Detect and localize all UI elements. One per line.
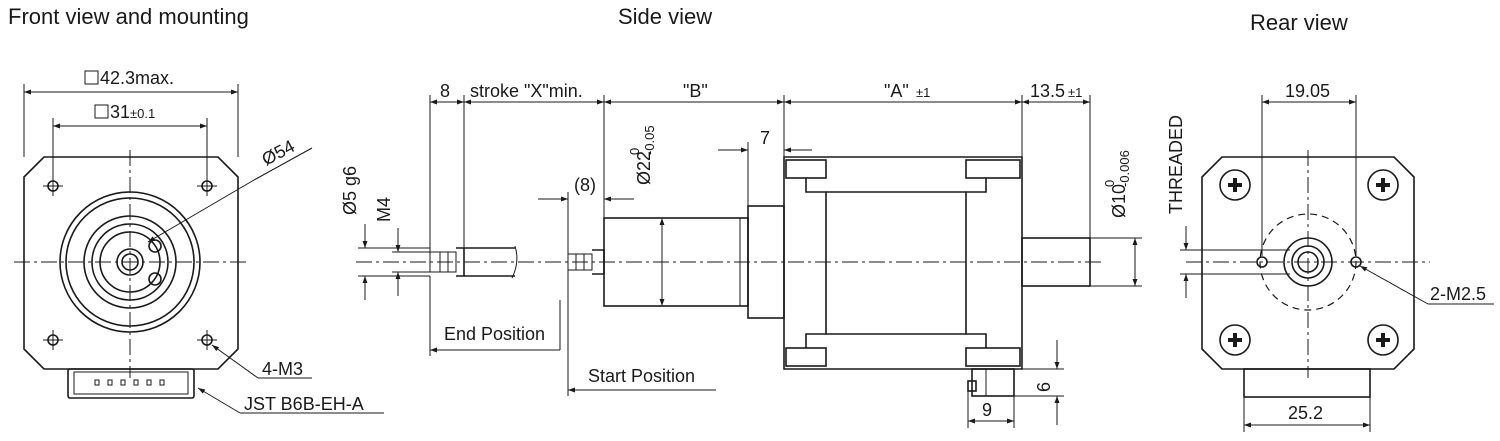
rear-threaded-label: THREADED <box>1166 115 1186 214</box>
flange-circle-inner <box>65 197 195 327</box>
side-dim-13: 13.5 <box>1030 81 1065 101</box>
front-dim-inner-tol: ±0.1 <box>130 106 155 121</box>
side-dim-8p: (8) <box>574 175 596 195</box>
front-dim-inner: 31 <box>110 102 130 122</box>
side-dim-9: 9 <box>982 400 992 420</box>
flange-circle-outer <box>59 191 201 333</box>
front-dim-outer: 42.3max. <box>100 68 174 88</box>
side-dim-8: 8 <box>440 81 450 101</box>
side-screw-end-position <box>429 245 518 279</box>
front-connector-label: JST B6B-EH-A <box>244 394 364 414</box>
side-rear-shaft <box>1021 237 1091 287</box>
rear-view-title: Rear view <box>1250 10 1348 35</box>
side-dim-d5: Ø5 g6 <box>340 166 360 215</box>
side-start-position: Start Position <box>588 366 695 386</box>
rear-body-outline <box>1201 156 1415 370</box>
front-dim-diameter: Ø54 <box>258 136 297 170</box>
side-dim-6: 6 <box>1034 382 1054 392</box>
front-holes-label: 4-M3 <box>262 359 303 379</box>
side-dim-d22: Ø22 <box>634 151 654 185</box>
shaft-core <box>121 253 139 271</box>
rear-shaft-inner <box>1297 251 1319 273</box>
side-connector <box>967 368 1015 397</box>
side-dim-a-tol: ±1 <box>916 85 930 100</box>
rear-view: 19.05 THREADED 2-M2.5 25.2 <box>1166 81 1494 432</box>
side-end-position: End Position <box>444 324 545 344</box>
rear-holes-label: 2-M2.5 <box>1430 284 1486 304</box>
rear-screws <box>1219 169 1399 356</box>
boss-circle-mid <box>91 223 169 301</box>
side-dim-a: "A" <box>884 81 909 101</box>
rear-dim-1905: 19.05 <box>1285 81 1330 101</box>
side-dim-b: "B" <box>683 81 708 101</box>
side-dim-d22-tol-up: 0 <box>627 148 642 155</box>
side-dim-7: 7 <box>760 128 770 148</box>
rear-pitch-circle <box>1259 213 1357 311</box>
side-dim-stroke: stroke "X"min. <box>470 81 583 101</box>
side-dim-d10-tol-lo: -0.006 <box>1117 150 1132 187</box>
front-view-title: Front view and mounting <box>8 4 249 29</box>
rear-dim-252: 25.2 <box>1288 403 1323 423</box>
front-mounting-holes <box>43 176 217 350</box>
side-dim-d10: Ø10 <box>1109 184 1129 218</box>
shaft-circle <box>116 248 144 276</box>
side-dim-d10-tol-up: 0 <box>1102 180 1117 187</box>
rear-m25-hole-right <box>1350 256 1362 268</box>
side-view: 8 stroke "X"min. "B" "A" ±1 13.5 ±1 7 (8… <box>340 81 1142 428</box>
side-view-title: Side view <box>618 4 712 29</box>
side-dim-m4: M4 <box>374 197 394 222</box>
side-motor-body <box>783 156 1023 370</box>
boss-circle-outer <box>83 215 177 309</box>
rear-bottom-block <box>1243 368 1371 398</box>
side-dim-13-tol: ±1 <box>1068 85 1082 100</box>
rear-m25-hole-left <box>1256 256 1268 268</box>
side-dim-d22-tol-lo: -0.05 <box>642 125 657 155</box>
rear-shaft-outer <box>1283 237 1333 287</box>
small-hole-2 <box>148 272 162 286</box>
front-connector <box>67 368 195 399</box>
boss-circle-inner <box>99 231 161 293</box>
front-body-outline <box>23 156 239 370</box>
rear-shaft-mid <box>1291 245 1325 279</box>
front-view: 42.3max. 31 ±0.1 Ø54 4-M3 JST B6B-EH-A <box>14 68 384 414</box>
